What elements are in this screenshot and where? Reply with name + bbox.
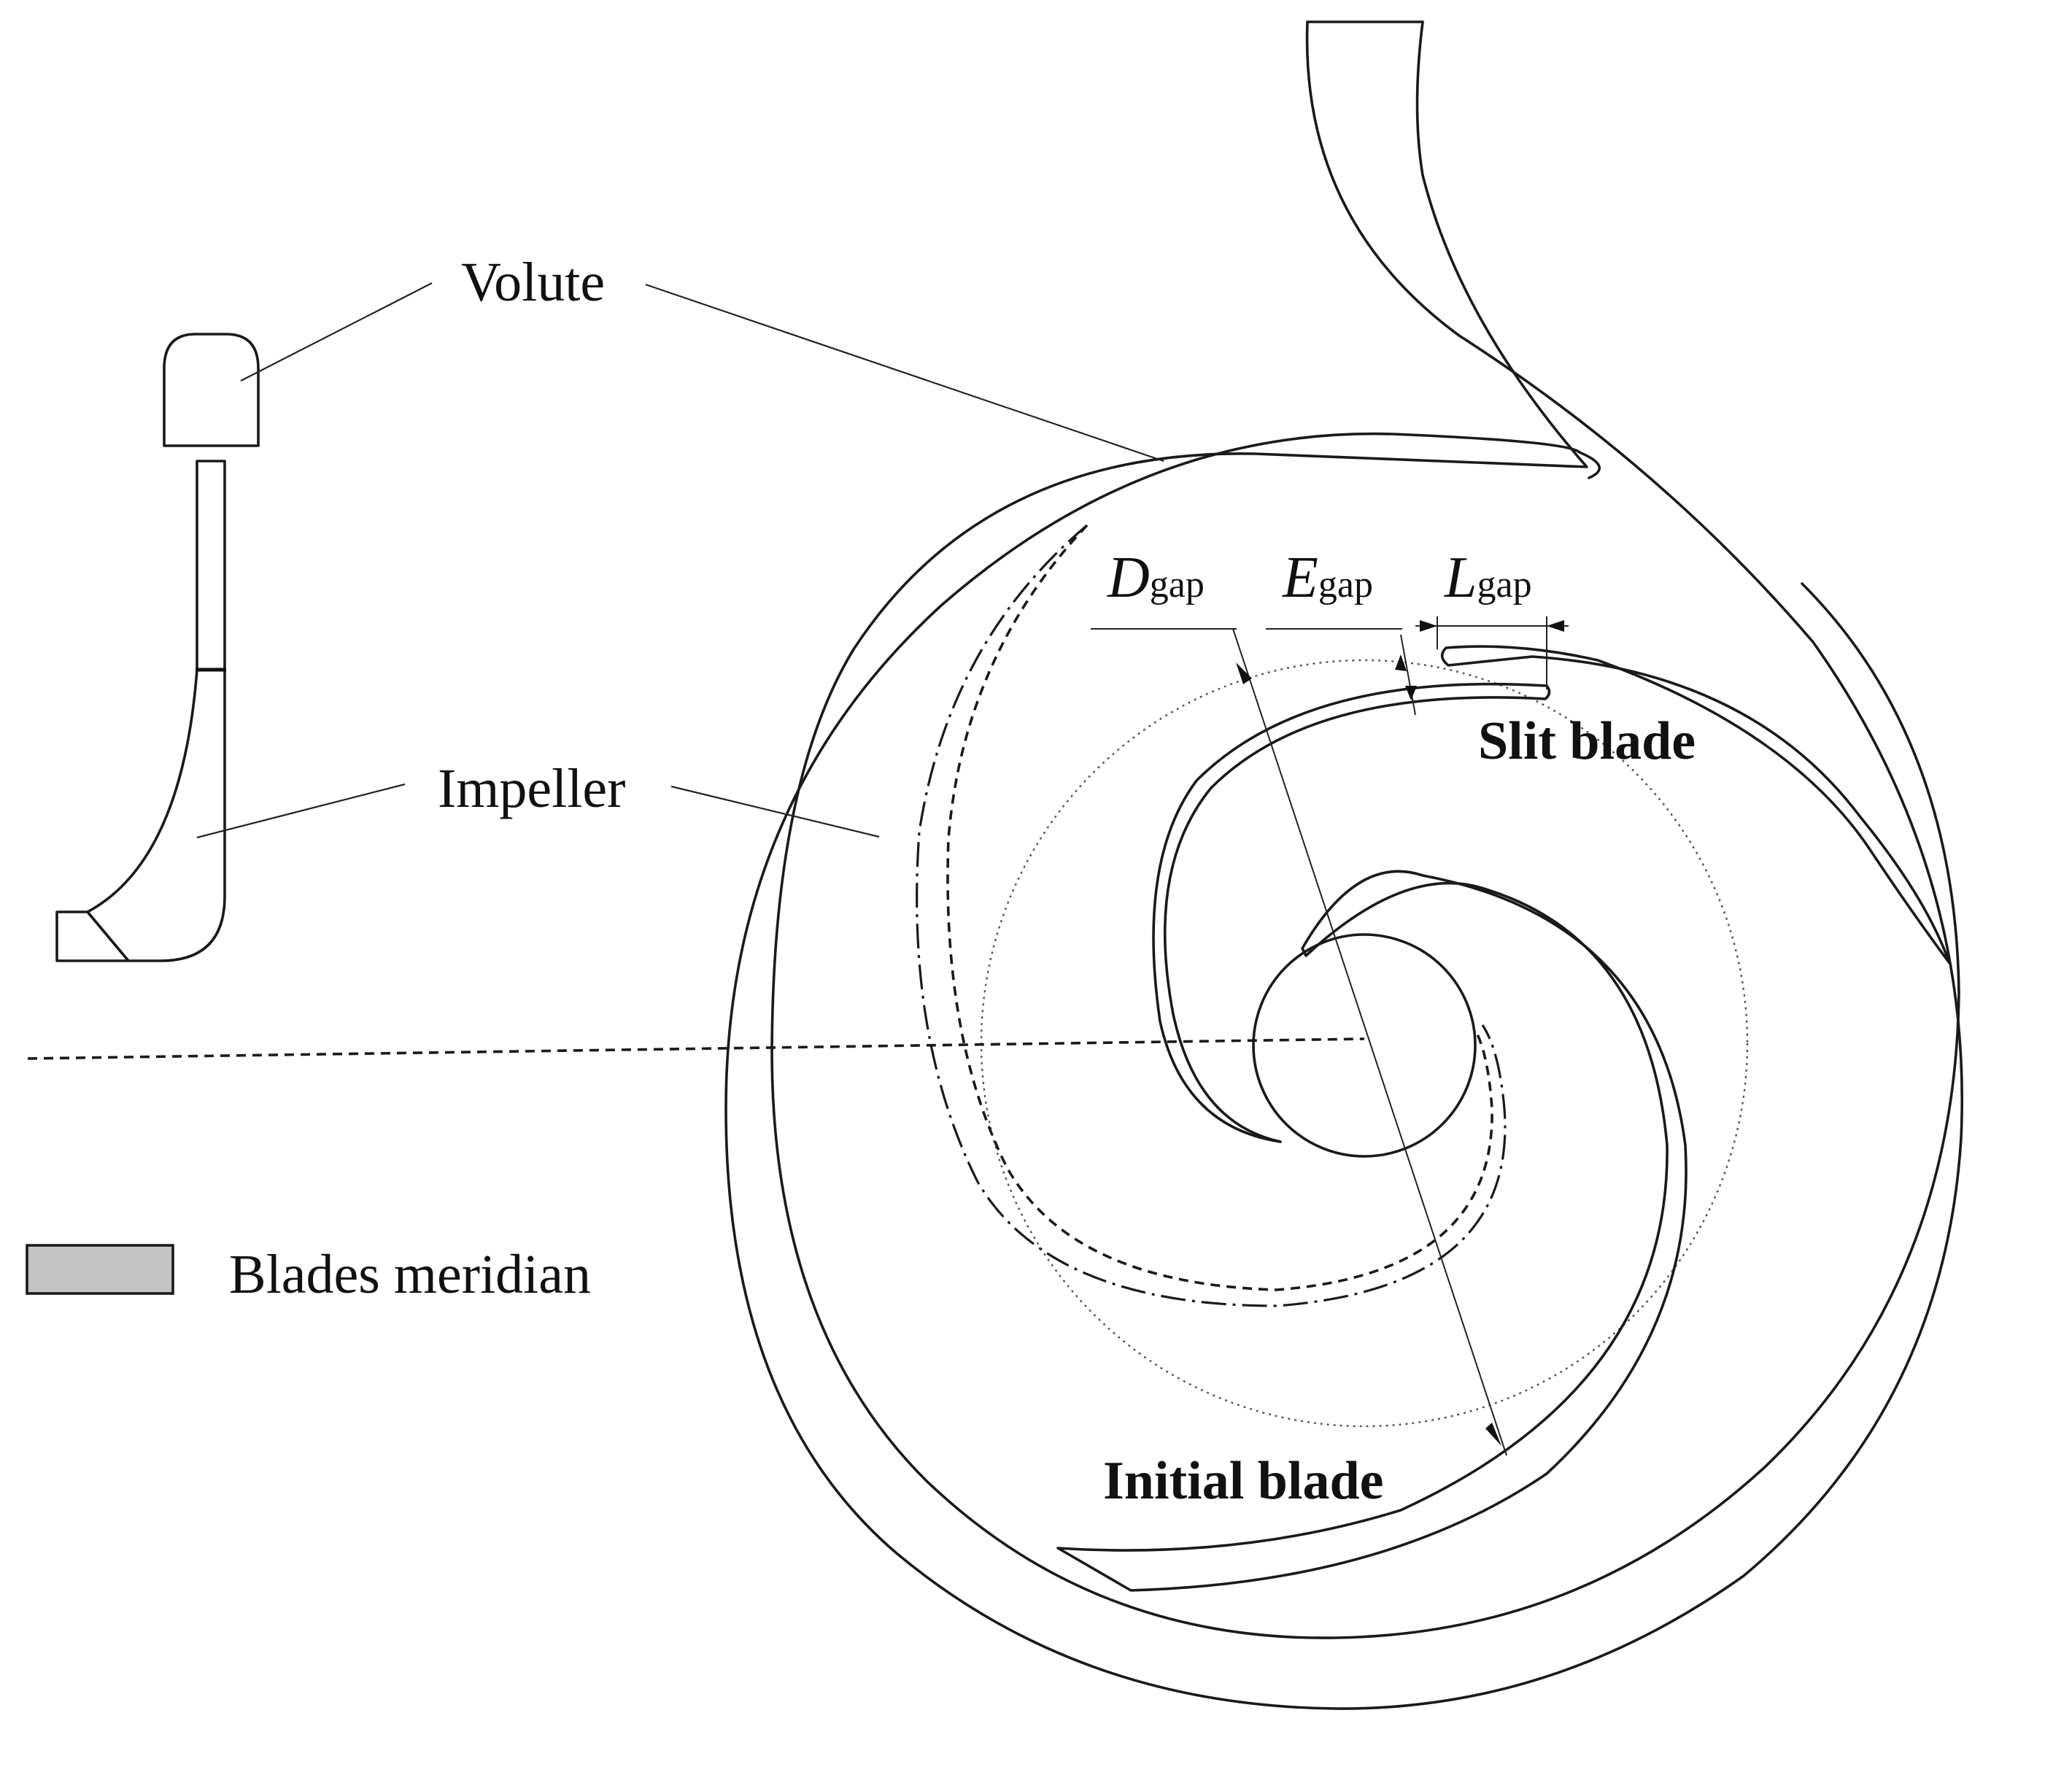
meridian-view [55, 333, 260, 962]
e-gap-arrow-bottom [1405, 686, 1417, 700]
hidden-blade-inner [946, 524, 1493, 1291]
impeller-hub [1252, 933, 1477, 1158]
e-gap-arrow-top [1395, 654, 1407, 671]
d-gap-arrow-top [1236, 662, 1252, 684]
hidden-blade-outer [916, 524, 1507, 1307]
l-gap-label: Lgap [1444, 546, 1532, 610]
volute-inner-wall [770, 20, 1960, 1639]
axis-centerline [27, 1037, 1365, 1060]
impeller-upper-blade-strip [196, 460, 226, 671]
impeller-leader-right [670, 785, 880, 838]
slit-blade-label: Slit blade [1478, 711, 1696, 771]
volute-outer-wall [724, 20, 1964, 1710]
e-gap-label: Egap [1282, 546, 1373, 610]
volute-section-shape [163, 333, 260, 447]
blade-meridian-shape [86, 668, 226, 962]
l-gap-arrow-right [1547, 620, 1564, 632]
d-gap-diameter-line [1232, 628, 1507, 1456]
initial-blade [1056, 870, 1688, 1592]
dimension-lines [1091, 616, 1569, 1456]
shroud-inlet-shape [55, 910, 130, 962]
e-gap-dimension-line [1400, 634, 1416, 716]
l-gap-arrow-left [1420, 620, 1437, 632]
volute-leader-right [645, 283, 1164, 463]
impeller-leader-left [196, 783, 406, 839]
leader-lines [196, 282, 1164, 839]
impeller [916, 524, 1951, 1592]
d-gap-arrow-bottom [1485, 1423, 1501, 1446]
volute-leader-left [240, 282, 433, 382]
d-gap-label: Dgap [1107, 546, 1205, 610]
initial-blade-label: Initial blade [1103, 1451, 1384, 1511]
legend-swatch [26, 1244, 174, 1295]
volute-casing [724, 20, 1964, 1710]
impeller-label: Impeller [438, 758, 625, 819]
legend-label: Blades meridian [229, 1244, 591, 1305]
slit-blade-inner-part [1152, 682, 1551, 1143]
slit-blade-outer-part [1440, 645, 1951, 964]
volute-label: Volute [461, 252, 605, 313]
